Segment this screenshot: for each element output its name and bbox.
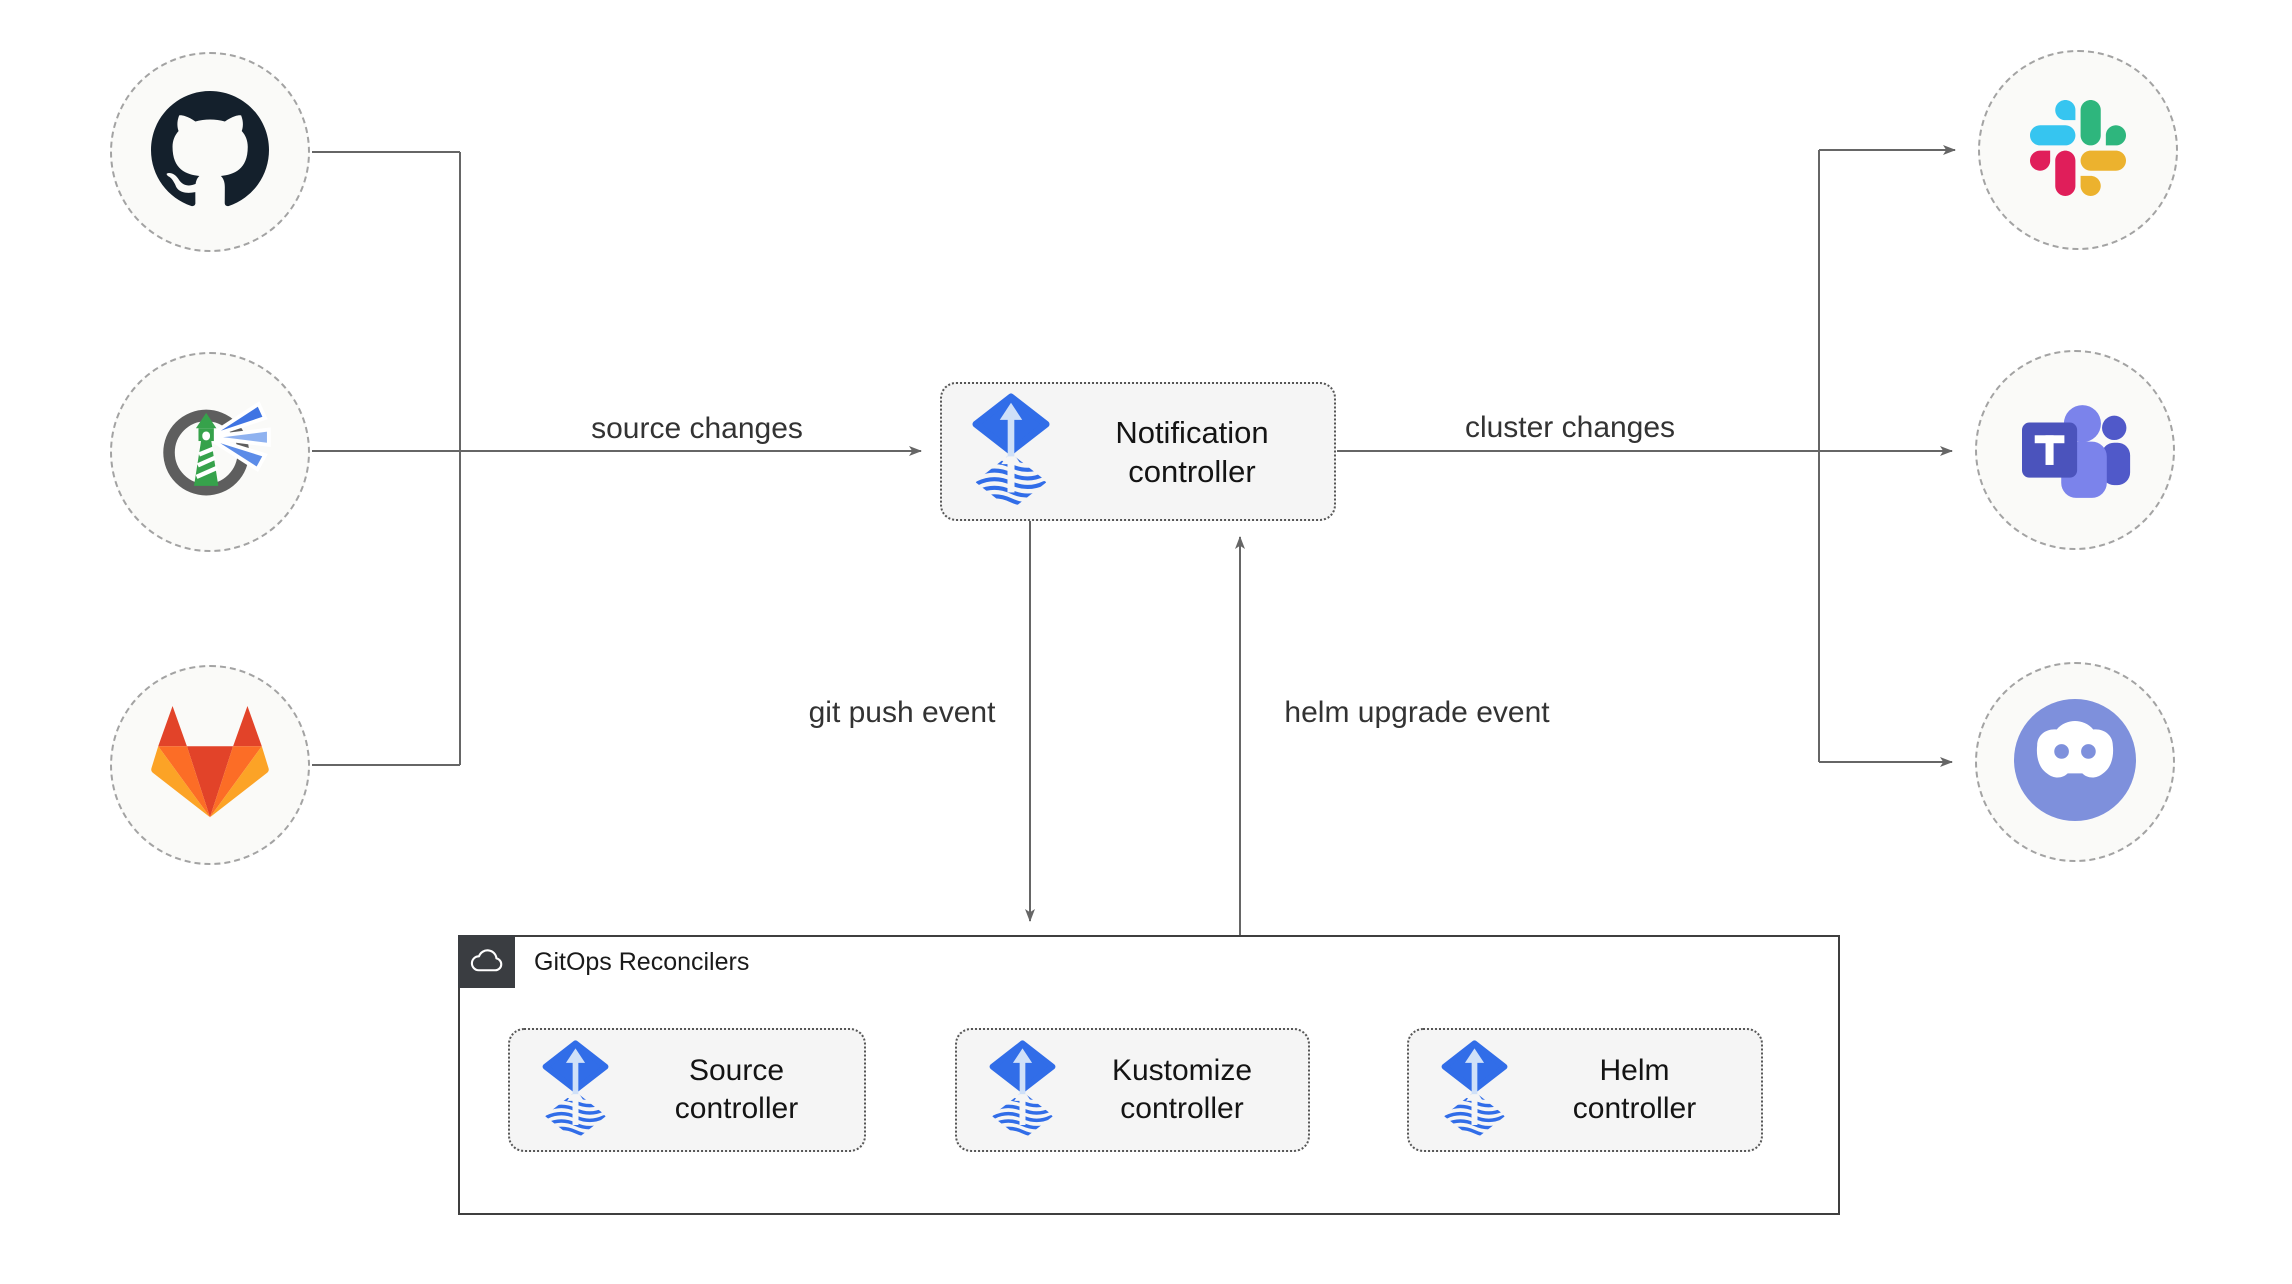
flux-icon (542, 1040, 609, 1140)
notification-controller-box: Notification controller (940, 382, 1336, 521)
helm-controller-label: Helm controller (1572, 1054, 1697, 1125)
source-controller-box: Source controller (508, 1028, 866, 1152)
node-slack (1978, 50, 2178, 250)
flux-icon (972, 393, 1050, 510)
slack-icon (2030, 99, 2126, 201)
github-icon (151, 90, 269, 214)
kustomize-controller-box: Kustomize controller (955, 1028, 1310, 1152)
gitlab-icon (145, 700, 275, 831)
node-github (110, 52, 310, 252)
label-cluster-changes: cluster changes (1464, 411, 1676, 444)
cloud-icon (458, 935, 515, 988)
harbor-icon (146, 386, 274, 519)
kustomize-controller-label: Kustomize controller (1111, 1054, 1253, 1125)
node-teams (1975, 350, 2175, 550)
node-discord (1975, 662, 2175, 862)
flux-icon (989, 1040, 1056, 1140)
node-gitlab (110, 665, 310, 865)
node-harbor (110, 352, 310, 552)
teams-icon (2016, 395, 2134, 506)
discord-icon (2014, 698, 2136, 826)
source-controller-label: Source controller (674, 1054, 799, 1125)
notification-controller-label: Notification controller (1115, 414, 1269, 489)
flux-icon (1441, 1040, 1508, 1140)
label-git-push-event: git push event (808, 696, 996, 729)
label-helm-upgrade-event: helm upgrade event (1284, 696, 1550, 729)
label-source-changes: source changes (591, 412, 803, 445)
helm-controller-box: Helm controller (1407, 1028, 1763, 1152)
gitops-group-title: GitOps Reconcilers (534, 948, 750, 976)
